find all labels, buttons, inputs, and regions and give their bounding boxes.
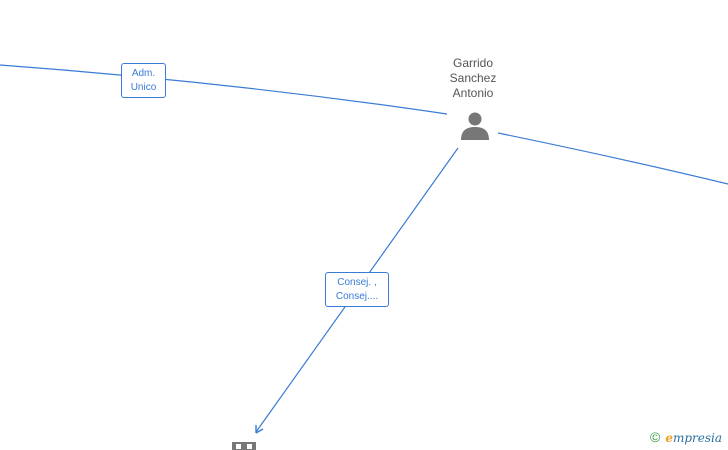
edge-label-line: Consej. , (337, 277, 377, 288)
copyright-icon: © (650, 429, 661, 445)
person-icon[interactable] (459, 110, 491, 142)
brand-logo-initial: e (665, 431, 673, 445)
brand-logo-text: mpresia (672, 431, 723, 445)
edge-label-line: Adm. (131, 68, 156, 79)
edge-label-consej[interactable]: Consej. , Consej.... (325, 272, 389, 307)
person-name-label[interactable]: Garrido Sanchez Antonio (432, 56, 514, 101)
person-name-line: Antonio (452, 86, 494, 100)
company-icon[interactable] (232, 442, 256, 450)
edge-label-line: Unico (130, 82, 157, 93)
person-name-line: Garrido (452, 56, 493, 70)
arrowhead-icon (255, 425, 264, 434)
person-name-line: Sanchez (449, 71, 497, 85)
brand-logo: © empresia (650, 429, 722, 446)
edge-label-adm-unico[interactable]: Adm. Unico (121, 63, 166, 98)
edge-label-line: Consej.... (335, 291, 379, 302)
edge-adm-unico[interactable] (0, 64, 448, 115)
edge-right[interactable] (497, 132, 728, 185)
